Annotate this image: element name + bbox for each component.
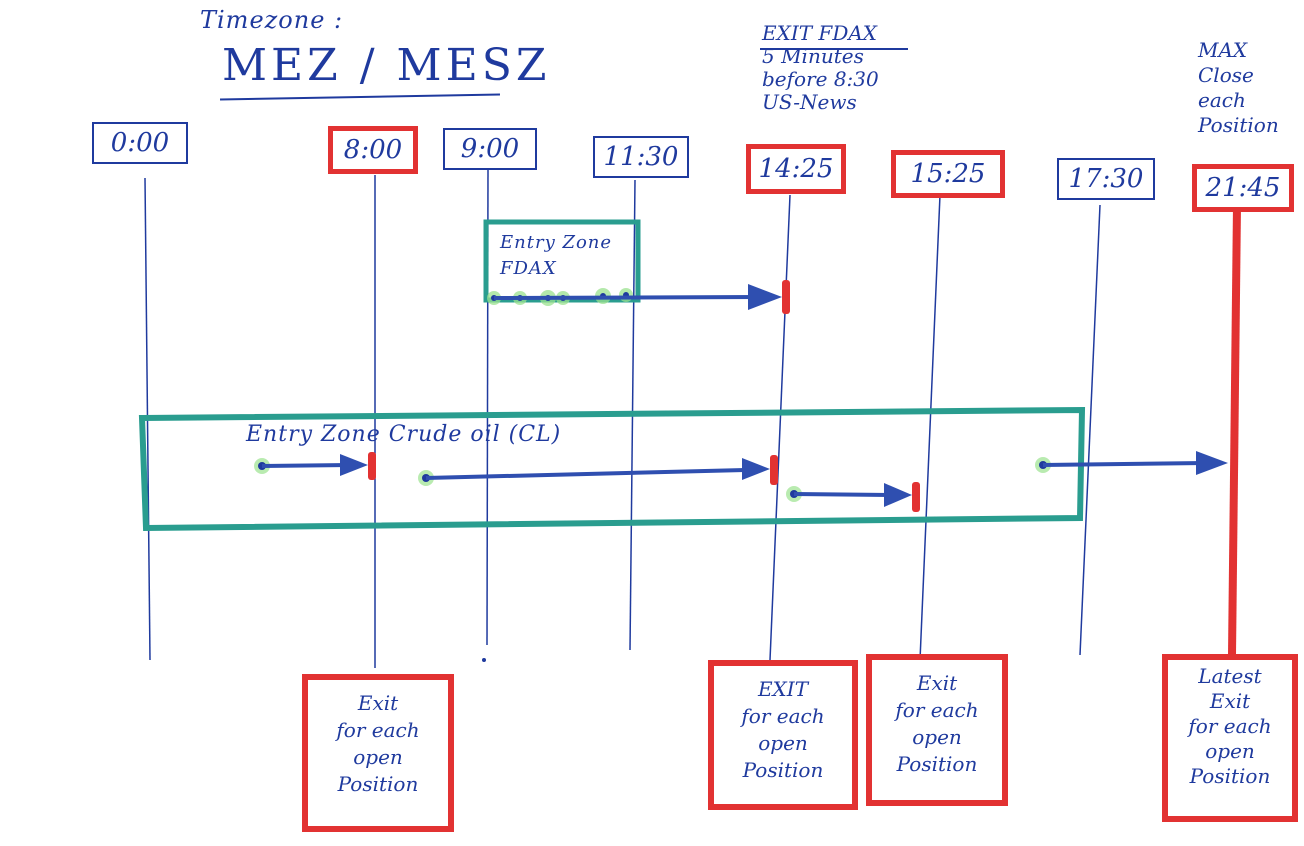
note-line: Position [1198,113,1279,137]
exit-box-line: Exit [1209,689,1251,713]
exit-box-line: Latest [1198,664,1262,688]
exit-box-line: Exit [357,691,399,715]
note-line: before 8:30 [762,67,879,91]
stray-dot [482,658,486,662]
trade-arrow-line [425,468,746,480]
exit-marker [368,452,376,480]
time-box-0000: 0:00 [92,122,188,164]
timezone-label: Timezone : [200,6,344,34]
exit-box-line: for each [741,704,825,728]
time-box-1130: 11:30 [593,136,689,178]
time-box-2145: 21:45 [1192,164,1294,212]
exit-box-1525: Exit for each open Position [866,654,1008,806]
exit-box-line: open [758,731,808,755]
exit-marker [770,455,778,485]
exit-box-2145: Latest Exit for each open Position [1162,654,1298,822]
time-box-1525: 15:25 [891,150,1005,198]
timeline-line-1525 [919,194,941,661]
fdax-zone-label: Entry Zone FDAX [500,230,612,282]
note-line: 5 Minutes [762,44,864,68]
note-line: EXIT FDAX [762,21,878,45]
exit-box-line: Position [896,752,978,776]
time-box-0900: 9:00 [443,128,537,170]
zone-label-line: Entry Zone [500,232,613,253]
trade-arrow-line [261,463,351,468]
exit-box-line: for each [895,698,979,722]
time-box-1425: 14:25 [746,144,846,194]
exit-marker [912,482,920,512]
arrowhead [340,454,368,476]
fdax-exit-marker [782,280,790,314]
exit-box-line: Exit [916,671,958,695]
exit-box-line: for each [336,718,420,742]
note-line: each [1198,88,1246,112]
exit-box-1425: EXIT for each open Position [708,660,858,810]
timeline-line-1425 [769,194,791,661]
exit-box-line: open [353,745,403,769]
fdax-arrowhead [748,284,782,310]
note-line: US-News [762,90,857,114]
exit-box-line: EXIT [757,677,809,701]
max-close-note: MAX Close each Position [1198,38,1279,138]
timeline-line-2145 [1228,204,1241,656]
time-box-0800: 8:00 [328,126,418,174]
exit-box-0800: Exit for each open Position [302,674,454,832]
exit-box-line: open [912,725,962,749]
exit-box-line: Position [337,772,419,796]
exit-box-line: for each [1188,714,1272,738]
timezone-value: MEZ / MESZ [222,40,551,91]
arrowhead [884,483,912,507]
trade-arrow-line [1042,461,1206,467]
arrowhead [1196,451,1228,475]
note-line: MAX [1198,38,1248,62]
crude-zone-label: Entry Zone Crude oil (CL) [246,422,562,447]
time-box-1730: 17:30 [1057,158,1155,200]
crude-entry-zone [138,406,1086,532]
timeline-line-1730 [1079,204,1101,656]
fdax-note-underline [760,48,908,50]
arrowhead [742,458,770,480]
exit-box-line: Position [742,758,824,782]
exit-box-line: Position [1189,764,1271,788]
exit-box-line: open [1205,739,1255,763]
crude-trade-arrows [254,451,1228,512]
fdax-exit-arrow [493,295,761,300]
fdax-exit-note: EXIT FDAX 5 Minutes before 8:30 US-News [762,22,879,114]
note-line: Close [1198,63,1254,87]
trade-arrow-line [793,492,891,497]
zone-label-line: FDAX [500,258,557,279]
